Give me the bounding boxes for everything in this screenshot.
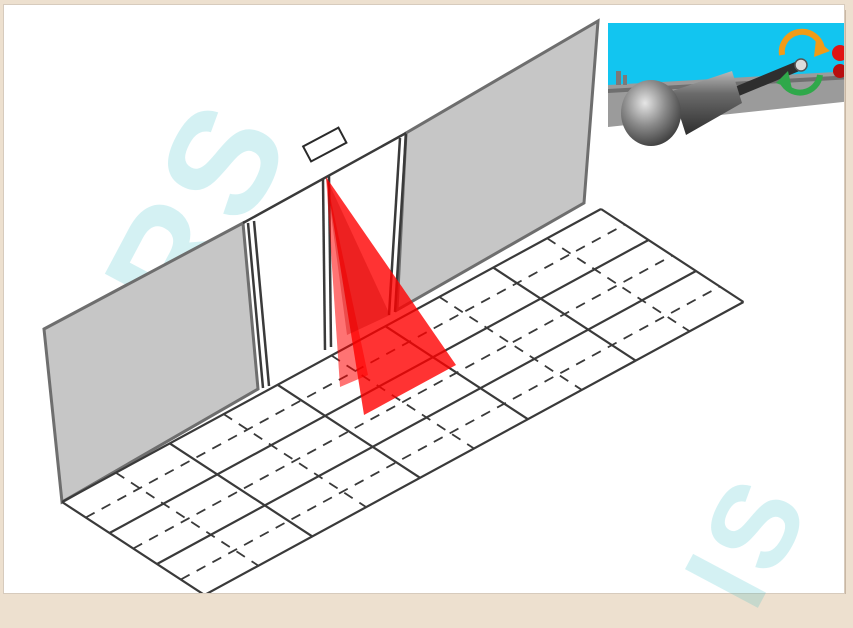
diagram-stage: ORS IS [3, 4, 846, 627]
door-sensor-diagram [42, 18, 844, 593]
floor-grid-line [61, 501, 204, 593]
inset-panel [608, 23, 844, 159]
floor-grid-dash [132, 254, 673, 550]
rotate-arrows-icon [776, 28, 830, 96]
detection-beam [326, 177, 456, 415]
floor-grid-line [276, 383, 421, 479]
door-sensor-icon [301, 126, 348, 163]
probe-sensor-icon [621, 58, 808, 146]
diagram-canvas: ORS IS [3, 4, 845, 627]
floor-grid-dash [180, 285, 721, 581]
target-marker [832, 45, 844, 78]
wall-panel-left [42, 220, 260, 505]
wall-panel-right [395, 18, 600, 313]
floor-grid-line [169, 442, 313, 538]
